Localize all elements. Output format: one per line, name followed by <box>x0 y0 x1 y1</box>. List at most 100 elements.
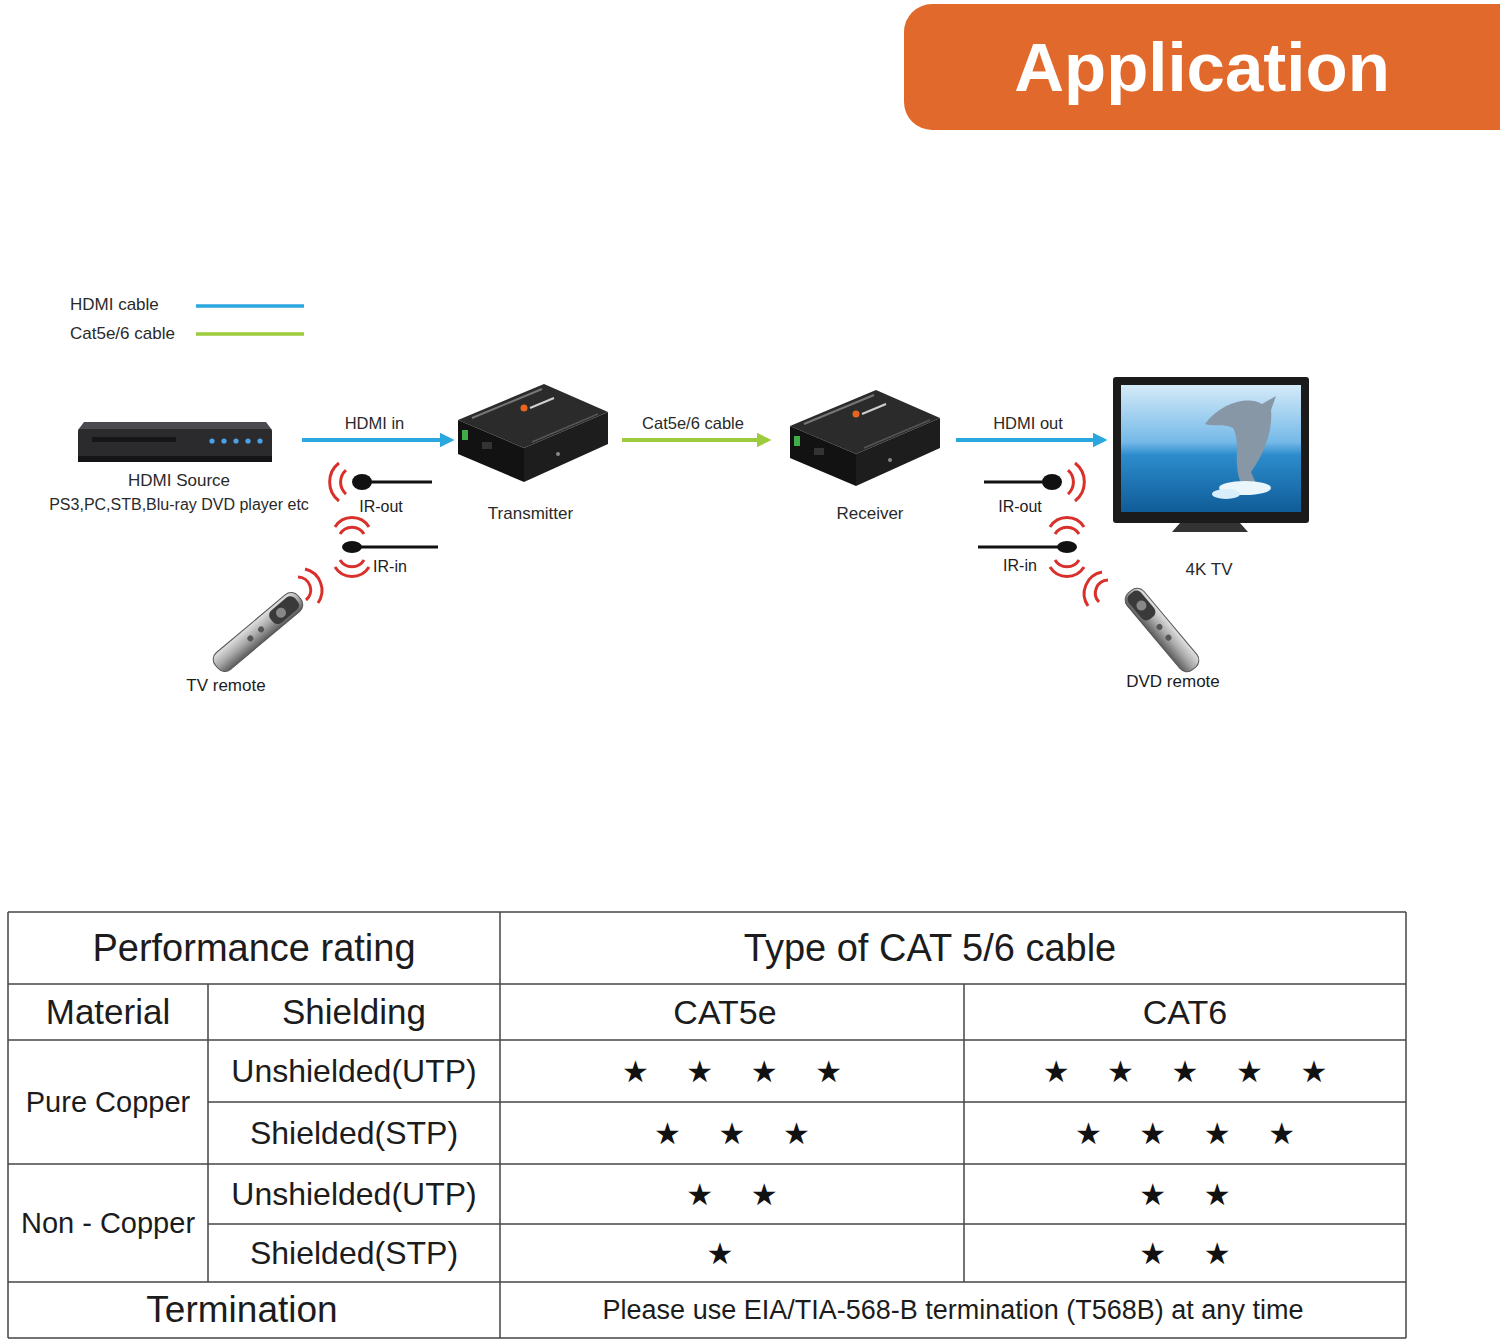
extender-port <box>814 448 824 455</box>
legend-line <box>196 332 304 336</box>
ir-wave <box>1050 567 1084 576</box>
remote-button <box>1134 598 1148 612</box>
table-cell: Termination <box>8 1282 476 1338</box>
ir-emitter <box>352 474 372 490</box>
page-title: Application <box>904 4 1500 130</box>
extender-edge <box>472 389 542 418</box>
ir-wave <box>340 527 364 534</box>
extender-port <box>482 442 492 449</box>
table-rule <box>963 984 965 1282</box>
star-rating: ★ ★ ★ ★ ★ <box>964 1040 1406 1102</box>
ir-cable <box>984 481 1046 484</box>
table-header: CAT5e <box>500 984 950 1040</box>
extender-edge <box>864 420 930 448</box>
ir-receiver <box>1057 541 1077 553</box>
remote-button <box>1164 633 1172 641</box>
extender-port <box>794 436 800 446</box>
ir-wave <box>335 518 369 527</box>
remote-label: TV remote <box>166 674 286 698</box>
ir-wave <box>341 470 346 494</box>
extender-edge <box>804 395 874 424</box>
ir-wave <box>1055 560 1079 567</box>
player-top <box>78 422 272 430</box>
star-rating: ★ <box>500 1224 940 1282</box>
ir-wave <box>1055 527 1079 534</box>
player-button <box>257 438 262 443</box>
ir-receiver <box>342 541 362 553</box>
ir-emitter <box>1042 474 1062 490</box>
title-band <box>904 4 1500 130</box>
table-rule <box>8 911 1406 913</box>
dolphin <box>1205 396 1276 490</box>
table-rule <box>208 1101 1406 1103</box>
device-label: Transmitter <box>488 504 573 524</box>
extender-port <box>462 430 468 440</box>
extender-logo <box>521 405 528 412</box>
table-rule <box>8 1039 1406 1041</box>
table-rule <box>8 1337 1406 1339</box>
ir-cable <box>368 481 432 484</box>
table-header: Type of CAT 5/6 cable <box>500 912 1360 984</box>
table-rule <box>7 912 9 1338</box>
remote-body <box>1121 585 1202 676</box>
receiver-unit: Receiver <box>772 384 956 528</box>
player-button <box>233 438 238 443</box>
remote-button <box>257 625 265 633</box>
table-header: Performance rating <box>8 912 500 984</box>
remote-head <box>1125 588 1158 623</box>
table-header: CAT6 <box>964 984 1406 1040</box>
tv-stand <box>1172 523 1248 532</box>
table-cell: Shielded(STP) <box>208 1102 500 1164</box>
star-rating: ★ ★ <box>500 1164 964 1224</box>
display-device: 4K TV <box>1108 375 1310 582</box>
remote-button <box>1155 623 1163 631</box>
legend-entry: Cat5e/6 cable <box>70 322 175 346</box>
player-body <box>78 429 272 462</box>
transmitter-unit: Transmitter <box>455 380 622 528</box>
device-label: PS3,PC,STB,Blu-ray DVD player etc <box>49 493 309 517</box>
legend-text: HDMI cable <box>70 295 159 315</box>
table-rule <box>499 912 501 1338</box>
table-cell: Unshielded(UTP) <box>208 1164 500 1224</box>
star-rating: ★ ★ <box>964 1224 1406 1282</box>
star-rating: ★ ★ <box>964 1164 1406 1224</box>
star-rating: ★ ★ ★ ★ <box>964 1102 1406 1164</box>
legend-line <box>196 304 304 308</box>
extender-front <box>458 420 524 482</box>
remote-button <box>246 634 254 642</box>
extender-logo <box>530 398 554 408</box>
cable-arrow <box>302 438 447 442</box>
ir-wave <box>1084 572 1102 606</box>
cable-label: HDMI out <box>938 413 1118 433</box>
table-rule <box>1405 912 1407 1338</box>
player-button <box>209 438 214 443</box>
table-cell: Non - Copper <box>8 1164 208 1282</box>
device-label: HDMI Source <box>128 469 230 493</box>
ir-wave <box>340 560 364 567</box>
device-label: 4K TV <box>1186 560 1233 580</box>
extender-logo <box>862 404 886 414</box>
splash <box>1212 489 1240 499</box>
extender-side <box>856 418 940 486</box>
ir-port-label: IR-out <box>340 495 422 519</box>
extender-led <box>556 452 560 456</box>
legend-text: Cat5e/6 cable <box>70 324 175 344</box>
ir-wave <box>305 569 322 603</box>
extender-logo <box>853 411 860 418</box>
table-header: Shielding <box>208 984 500 1040</box>
table-rule <box>207 984 209 1282</box>
tv-screen <box>1121 385 1301 512</box>
ir-wave <box>330 463 339 501</box>
ir-port-label: IR-out <box>980 495 1060 519</box>
extender-front <box>790 426 856 486</box>
remote-button <box>274 606 288 620</box>
extender-led <box>888 458 892 462</box>
cable-arrow <box>956 438 1100 442</box>
legend-entry: HDMI cable <box>70 293 159 317</box>
source-device: HDMI SourcePS3,PC,STB,Blu-ray DVD player… <box>36 415 302 517</box>
ir-cable <box>978 546 1060 549</box>
table-header: Material <box>8 984 208 1040</box>
device-label: Receiver <box>836 504 903 524</box>
player-base <box>78 456 272 462</box>
